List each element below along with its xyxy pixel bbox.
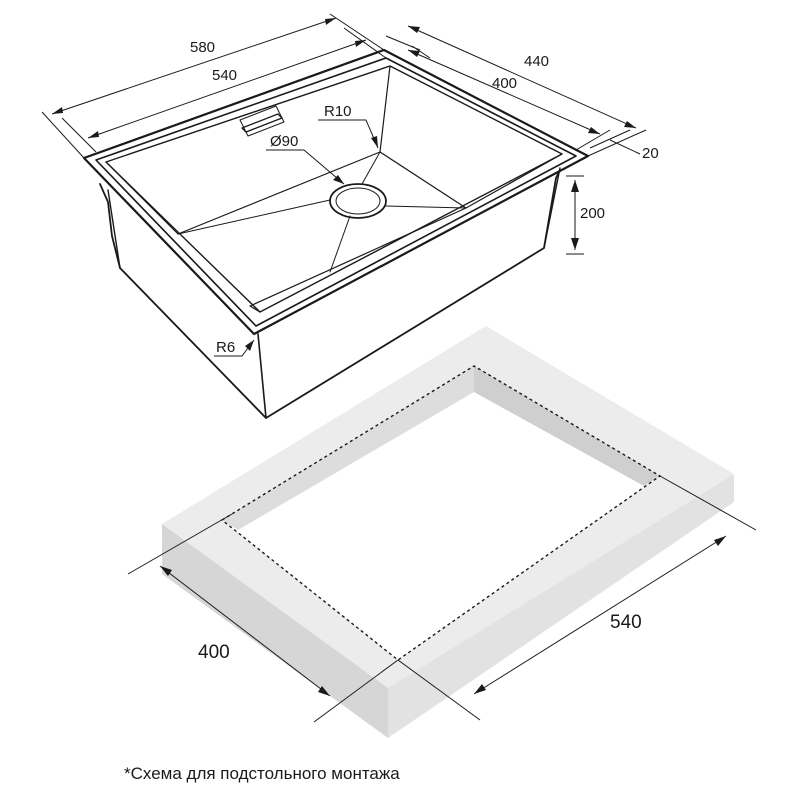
- wall-right-corner: [543, 167, 561, 249]
- sink-dimension-lines: [41, 13, 647, 357]
- dim-line-400-top: [407, 49, 601, 135]
- dim-line-580: [51, 17, 337, 115]
- sink-dimension-arrows: [52, 18, 636, 351]
- drain-inner: [335, 187, 381, 215]
- drain-outer: [329, 183, 387, 219]
- slope-line-1: [177, 199, 331, 235]
- dim-20-label: 20: [642, 145, 659, 162]
- dim-200-label: 200: [580, 205, 605, 222]
- cutout-540-label: 540: [610, 612, 642, 633]
- slab-side-left: [162, 524, 388, 738]
- dim-400-label: 400: [492, 75, 517, 92]
- mounting-footnote: *Схема для подстольного монтажа: [124, 764, 400, 783]
- slope-line-2: [361, 151, 381, 185]
- wall-left-corner: [107, 189, 121, 269]
- r10-leader: [318, 119, 379, 149]
- bowl-corner-front: [249, 305, 261, 313]
- dim-540-label: 540: [212, 67, 237, 84]
- dim-line-440: [407, 25, 637, 129]
- d90-label: Ø90: [270, 133, 298, 150]
- dim-580-label: 580: [190, 39, 215, 56]
- dim-line-540-top: [87, 39, 367, 139]
- bowl-corner-back: [379, 65, 391, 153]
- cutout-wall-back-right: [474, 366, 660, 486]
- bowl-corner-left: [105, 161, 179, 235]
- dim-line-400-cutout: [159, 565, 331, 697]
- dim-line-20: [609, 139, 641, 155]
- overflow-icon: [239, 105, 285, 137]
- bowl-corner-right: [465, 153, 563, 209]
- slope-line-4: [329, 215, 351, 273]
- r6-label: R6: [216, 339, 235, 356]
- slab-side-right: [388, 474, 734, 738]
- cutout-dimension-arrows: [160, 536, 726, 696]
- cutout-400-label: 400: [198, 642, 230, 663]
- d90-leader: [266, 149, 345, 185]
- sink-outer-wall: [99, 169, 561, 419]
- r10-label: R10: [324, 103, 352, 120]
- dim-440-label: 440: [524, 53, 549, 70]
- sink-flange-inner: [95, 57, 577, 327]
- cutout-wall-back-left: [222, 366, 474, 530]
- countertop-slab: [162, 326, 734, 738]
- slope-line-3: [385, 205, 467, 209]
- wall-front-corner: [257, 333, 267, 419]
- sink-flange-outer: [82, 48, 590, 336]
- slab-top-surface: [162, 326, 734, 688]
- cutout-dimension-lines: [127, 475, 757, 723]
- sink-bowl-bottom: [177, 151, 467, 307]
- dim-line-540-cutout: [473, 535, 727, 695]
